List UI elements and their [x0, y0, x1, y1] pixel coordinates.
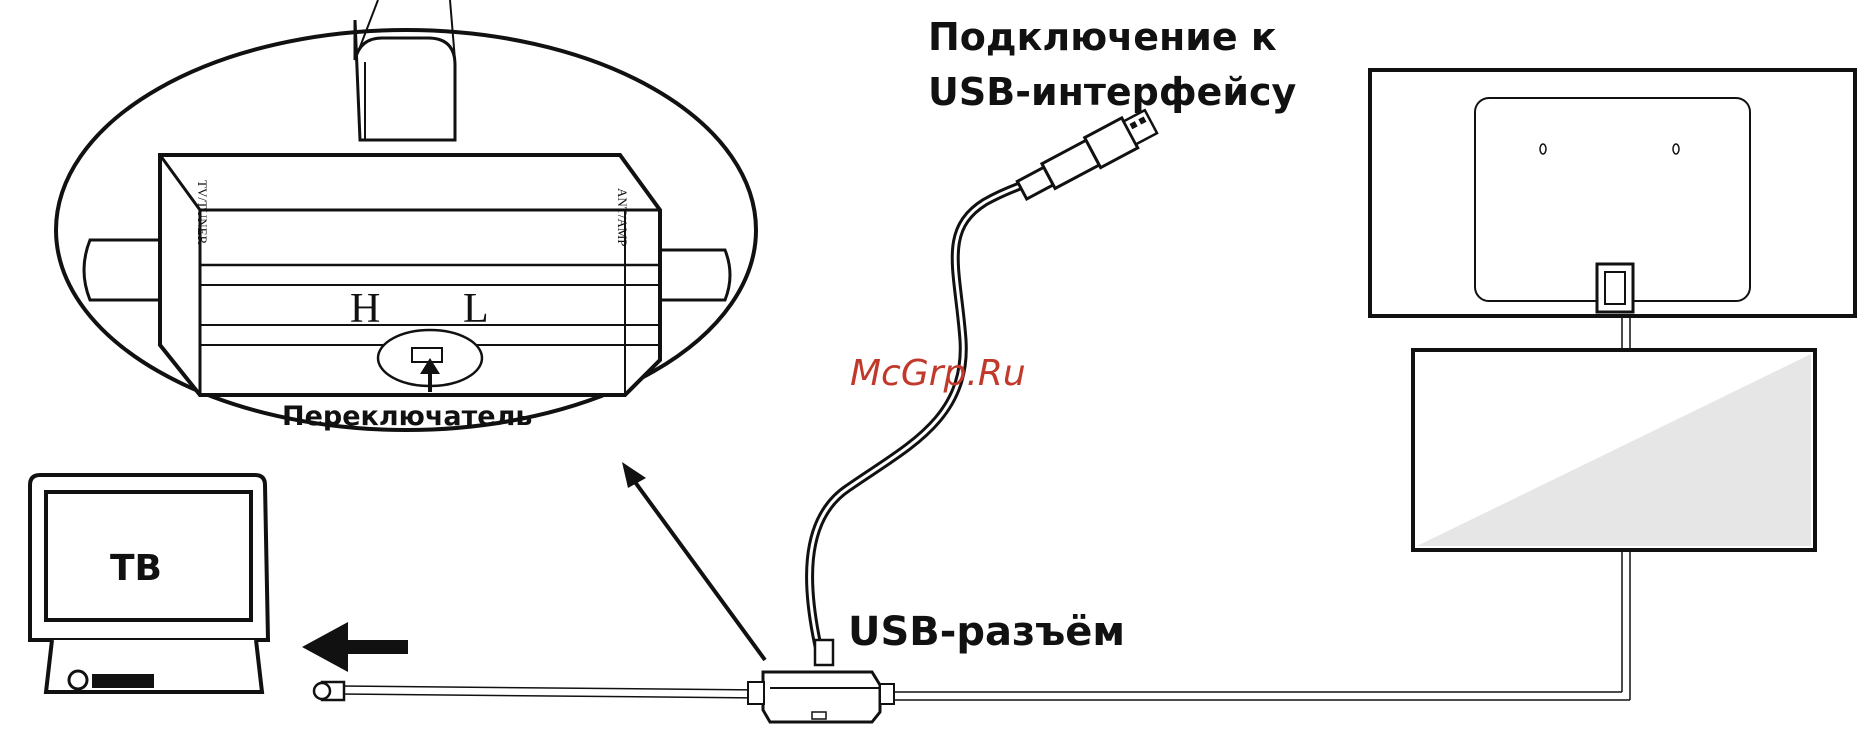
- tv: ТВ: [30, 475, 268, 692]
- usb-plug: [1014, 107, 1159, 206]
- switch-high-label: H: [350, 286, 380, 332]
- signal-direction-arrow: [302, 622, 408, 672]
- usb-connector-label: USB-разъём: [848, 609, 1125, 655]
- switch-knob: [412, 348, 442, 362]
- switch-low-label: L: [463, 286, 489, 332]
- switch-label: Переключатель: [282, 401, 532, 432]
- zoom-arrow: [622, 462, 765, 660]
- amplifier-closeup: TV/TUNER ANT/AMP H L Переключатель: [56, 0, 756, 432]
- box-right-text: ANT/AMP: [615, 188, 630, 247]
- usb-connection-label-line1: Подключение к: [928, 15, 1277, 59]
- antenna: [1370, 70, 1855, 550]
- usb-connection-label-line2: USB-интерфейсу: [928, 70, 1296, 114]
- watermark: McGrp.Ru: [850, 353, 1026, 394]
- tv-label: ТВ: [110, 548, 162, 589]
- box-left-text: TV/TUNER: [195, 180, 210, 245]
